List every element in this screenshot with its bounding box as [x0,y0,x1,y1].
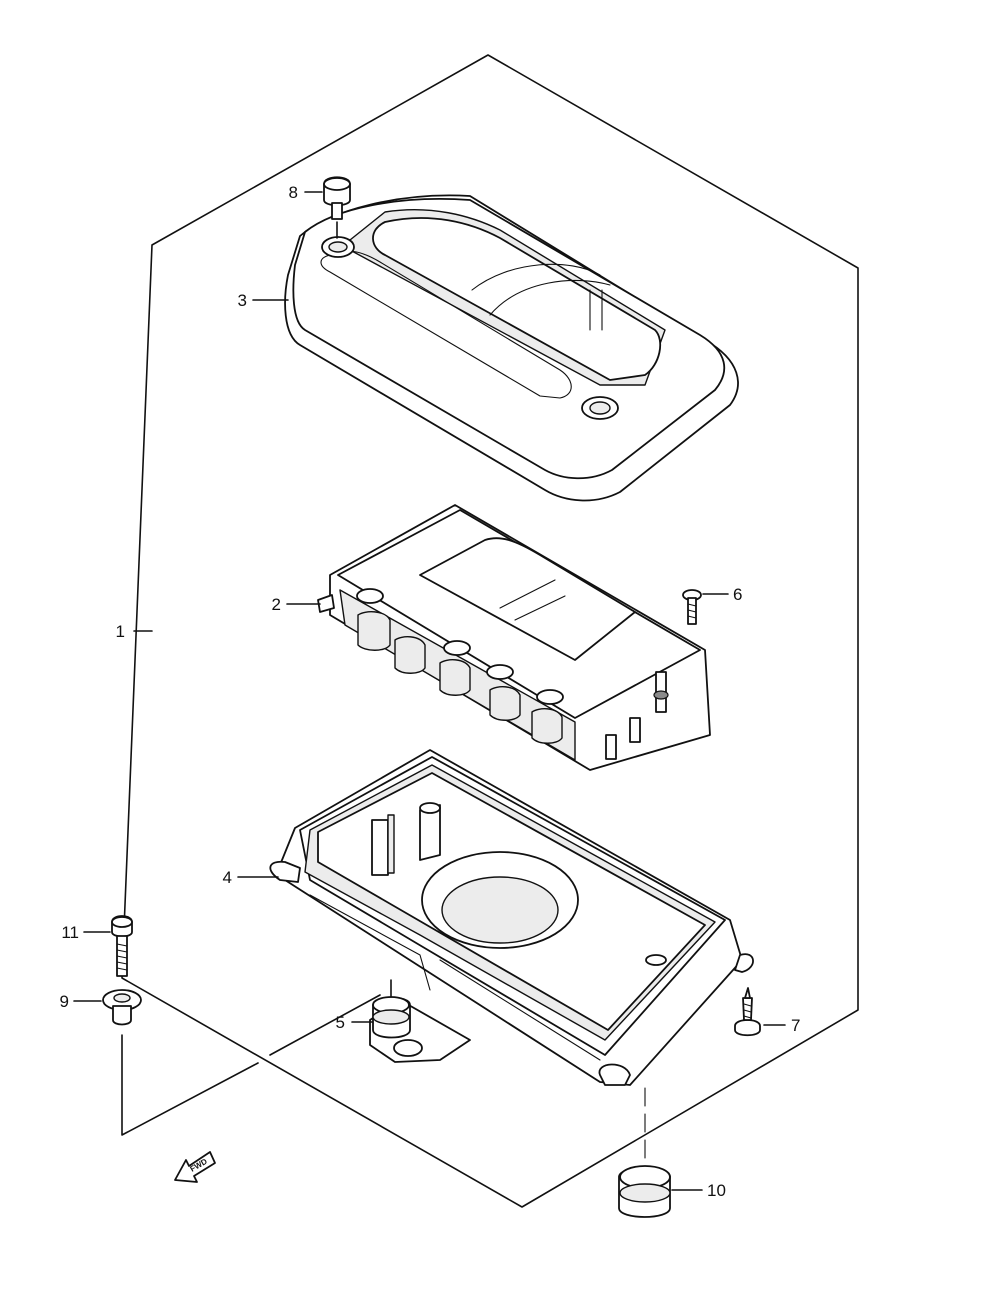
unit-screw [682,589,729,625]
callout-4: 4 [223,868,232,887]
callout-2: 2 [272,595,281,614]
grommet [351,979,411,1039]
callout-7: 7 [791,1016,800,1035]
forward-arrow-icon: FWD [174,1151,216,1183]
callout-10: 10 [707,1181,726,1200]
callout-3: 3 [238,291,247,310]
meter-unit [317,504,711,771]
callout-6: 6 [733,585,742,604]
meter-cover [284,194,739,502]
meter-case [269,749,754,1086]
assembly-boundary [121,54,859,1208]
tapping-screw [734,987,786,1037]
callout-9: 9 [60,992,69,1011]
callout-5: 5 [336,1013,345,1032]
rubber-cushion [618,1087,703,1218]
callout-8: 8 [289,183,298,202]
bolt [83,915,133,977]
callout-11: 11 [61,923,79,942]
cover-screw [304,176,351,239]
callout-1: 1 [116,622,125,641]
collar [73,989,142,1026]
